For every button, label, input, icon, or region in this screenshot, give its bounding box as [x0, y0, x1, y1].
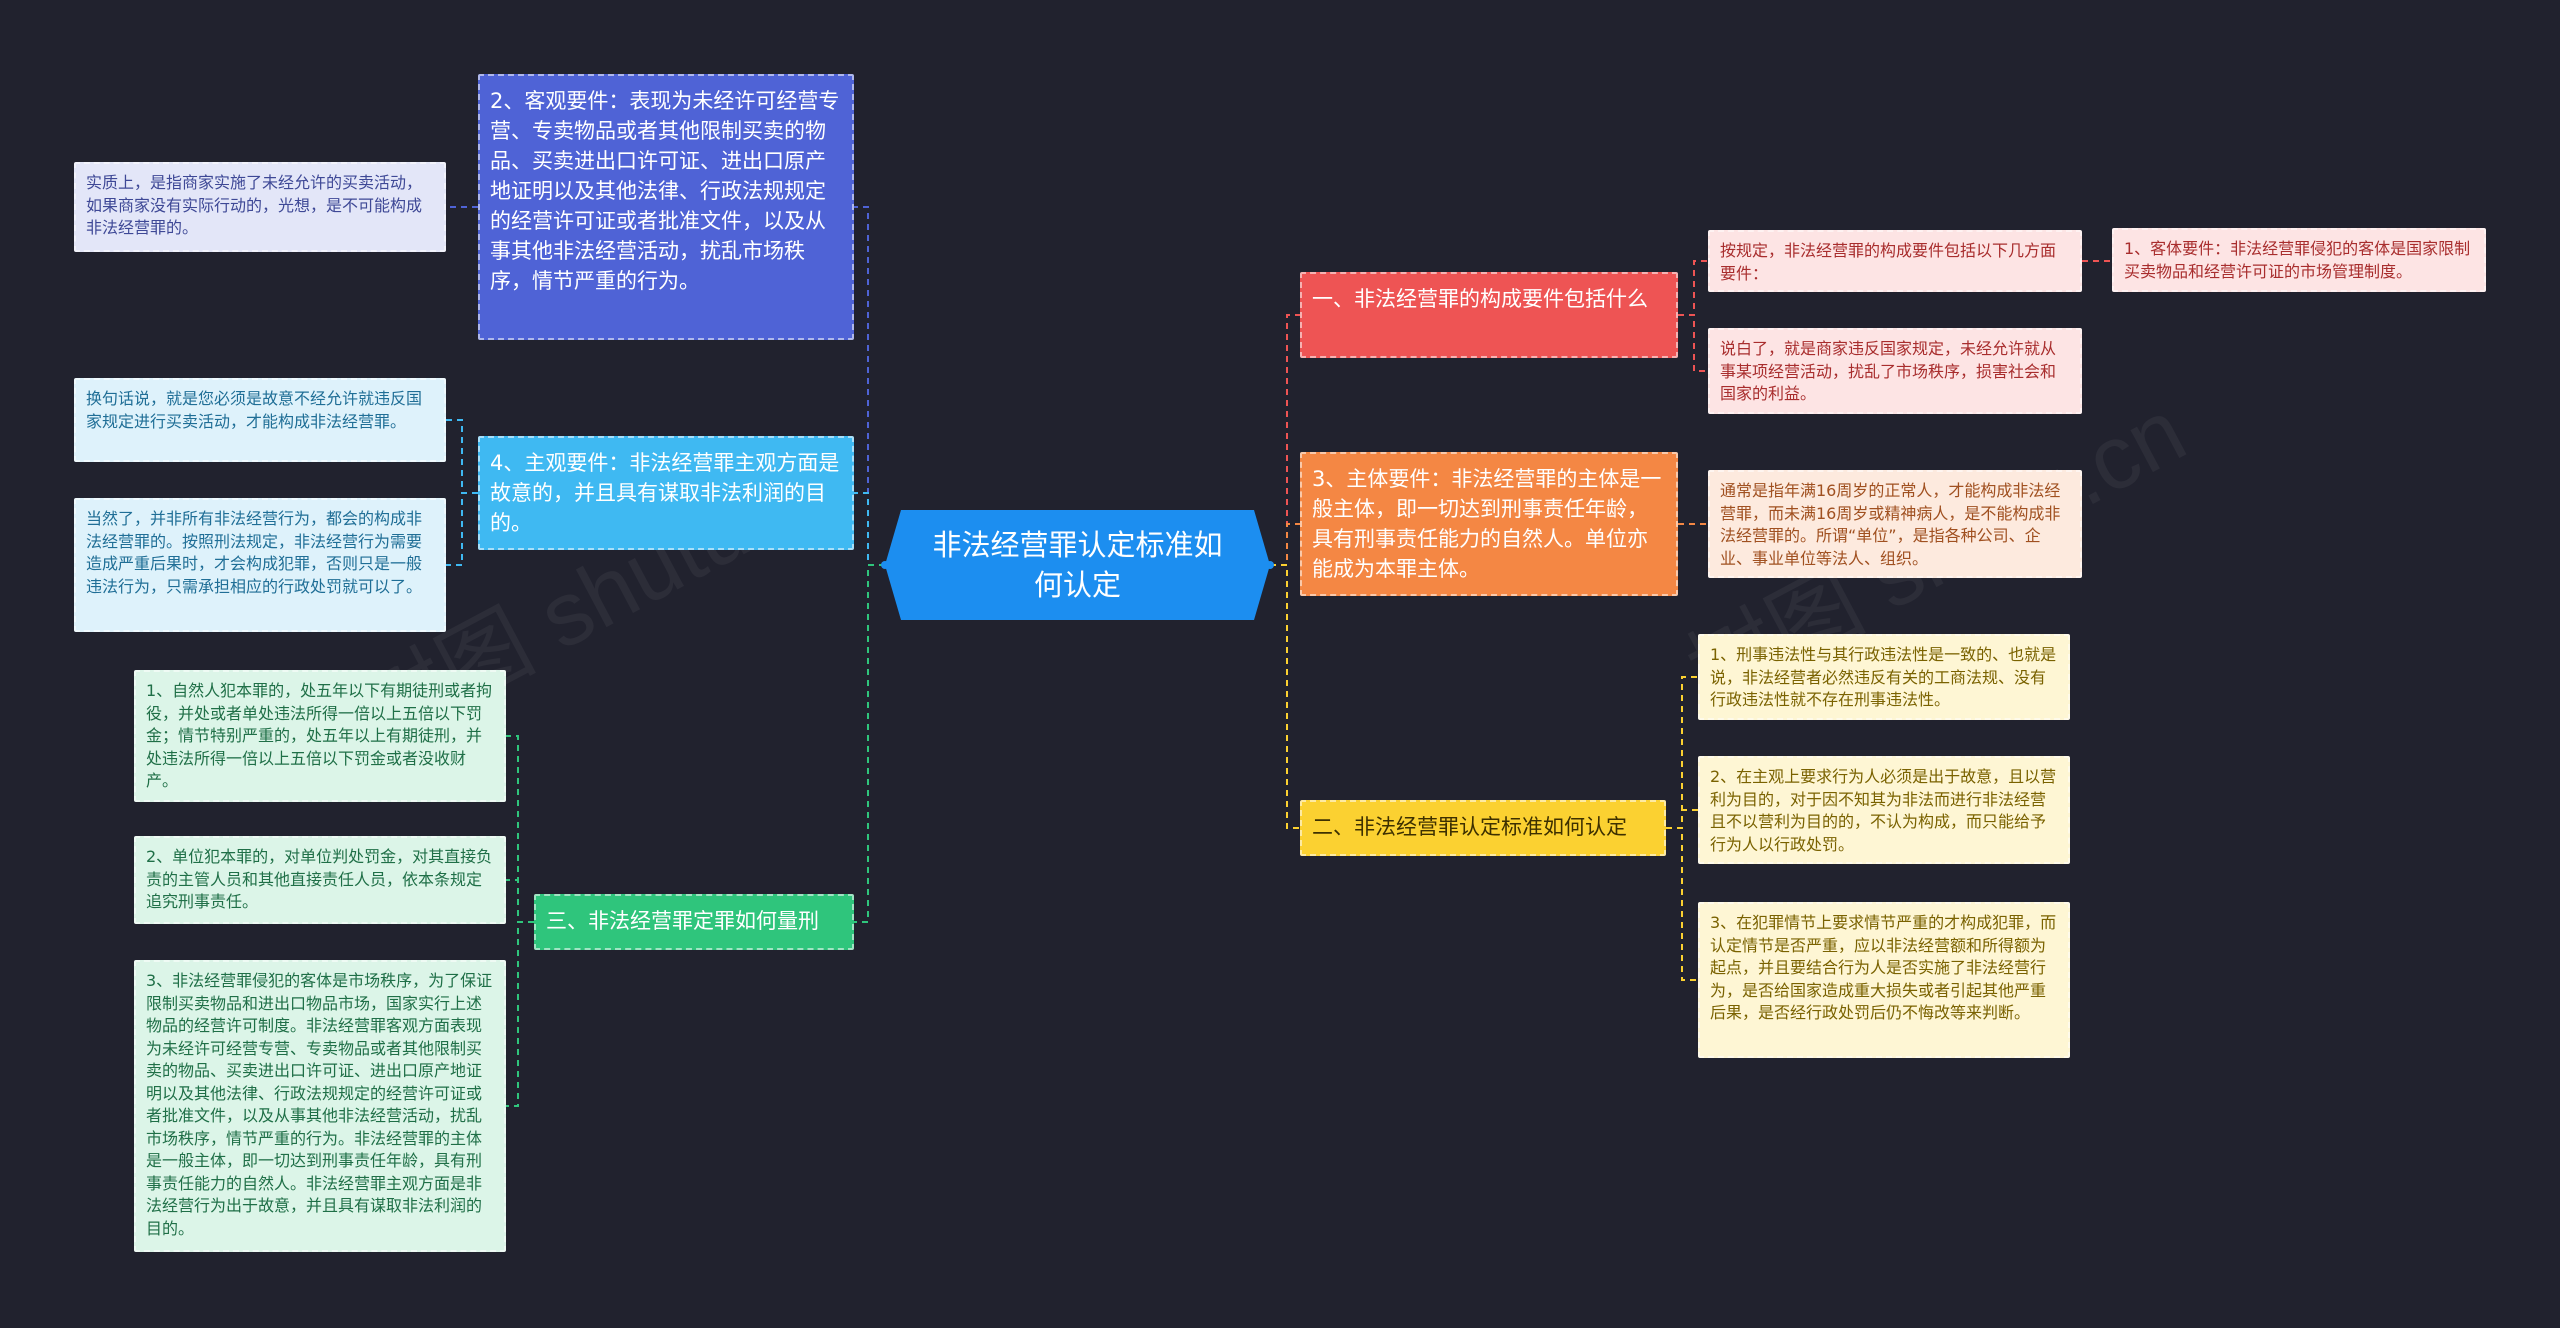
connector-r3b [1666, 809, 1698, 829]
connector-right-2 [1270, 523, 1300, 566]
connector-l3a [506, 735, 534, 923]
leaf-severity[interactable]: 3、在犯罪情节上要求情节严重的才构成犯罪，而认定情节是否严重，应以非法经营额和所… [1698, 902, 2070, 1058]
branch-subjective-element[interactable]: 4、主观要件：非法经营罪主观方面是故意的，并且具有谋取非法利润的目的。 [478, 436, 854, 550]
connector-l2b [446, 492, 478, 566]
connector-l3b [506, 879, 534, 923]
leaf-illegality[interactable]: 1、刑事违法性与其行政违法性是一致的、也就是说，非法经营者必然违反有关的工商法规… [1698, 634, 2070, 720]
branch-objective-element[interactable]: 2、客观要件：表现为未经许可经营专营、专卖物品或者其他限制买卖的物品、买卖进出口… [478, 74, 854, 340]
connector-left-3 [854, 564, 885, 923]
leaf-elements-intro[interactable]: 按规定，非法经营罪的构成要件包括以下几方面要件： [1708, 230, 2082, 292]
connector-r3c [1666, 827, 1698, 981]
leaf-intent[interactable]: 2、在主观上要求行为人必须是出于故意，且以营利为目的，对于因不知其为非法而进行非… [1698, 756, 2070, 864]
connector-r1a [1678, 260, 1708, 316]
connector-right-1 [1270, 314, 1300, 566]
leaf-age-requirement[interactable]: 通常是指年满16周岁的正常人，才能构成非法经营罪，而未满16周岁或精神病人，是不… [1708, 470, 2082, 578]
branch-determination-standard[interactable]: 二、非法经营罪认定标准如何认定 [1300, 800, 1666, 856]
connector-l2a [446, 419, 478, 494]
leaf-essence[interactable]: 实质上，是指商家实施了未经允许的买卖活动，如果商家没有实际行动的，光想，是不可能… [74, 162, 446, 252]
connector-r1b [1678, 314, 1708, 372]
leaf-summary[interactable]: 3、非法经营罪侵犯的客体是市场秩序，为了保证限制买卖物品和进出口物品市场，国家实… [134, 960, 506, 1252]
branch-sentencing[interactable]: 三、非法经营罪定罪如何量刑 [534, 894, 854, 950]
root-topic[interactable]: 非法经营罪认定标准如何认定 [885, 510, 1270, 620]
leaf-plain-explanation[interactable]: 说白了，就是商家违反国家规定，未经允许就从事某项经营活动，扰乱了市场秩序，损害社… [1708, 328, 2082, 414]
connector-l3c [506, 921, 534, 1107]
connector-right-3 [1270, 564, 1300, 829]
leaf-object-element[interactable]: 1、客体要件：非法经营罪侵犯的客体是国家限制买卖物品和经营许可证的市场管理制度。 [2112, 228, 2486, 292]
leaf-in-other-words[interactable]: 换句话说，就是您必须是故意不经允许就违反国家规定进行买卖活动，才能构成非法经营罪… [74, 378, 446, 462]
branch-subject-element[interactable]: 3、主体要件：非法经营罪的主体是一般主体，即一切达到刑事责任年龄，具有刑事责任能… [1300, 452, 1678, 596]
leaf-serious-consequence[interactable]: 当然了，并非所有非法经营行为，都会的构成非法经营罪的。按照刑法规定，非法经营行为… [74, 498, 446, 632]
leaf-unit-penalty[interactable]: 2、单位犯本罪的，对单位判处罚金，对其直接负责的主管人员和其他直接责任人员，依本… [134, 836, 506, 924]
connector-r3a [1666, 676, 1698, 829]
branch-constitutive-elements[interactable]: 一、非法经营罪的构成要件包括什么 [1300, 272, 1678, 358]
leaf-natural-person-penalty[interactable]: 1、自然人犯本罪的，处五年以下有期徒刑或者拘役，并处或者单处违法所得一倍以上五倍… [134, 670, 506, 802]
